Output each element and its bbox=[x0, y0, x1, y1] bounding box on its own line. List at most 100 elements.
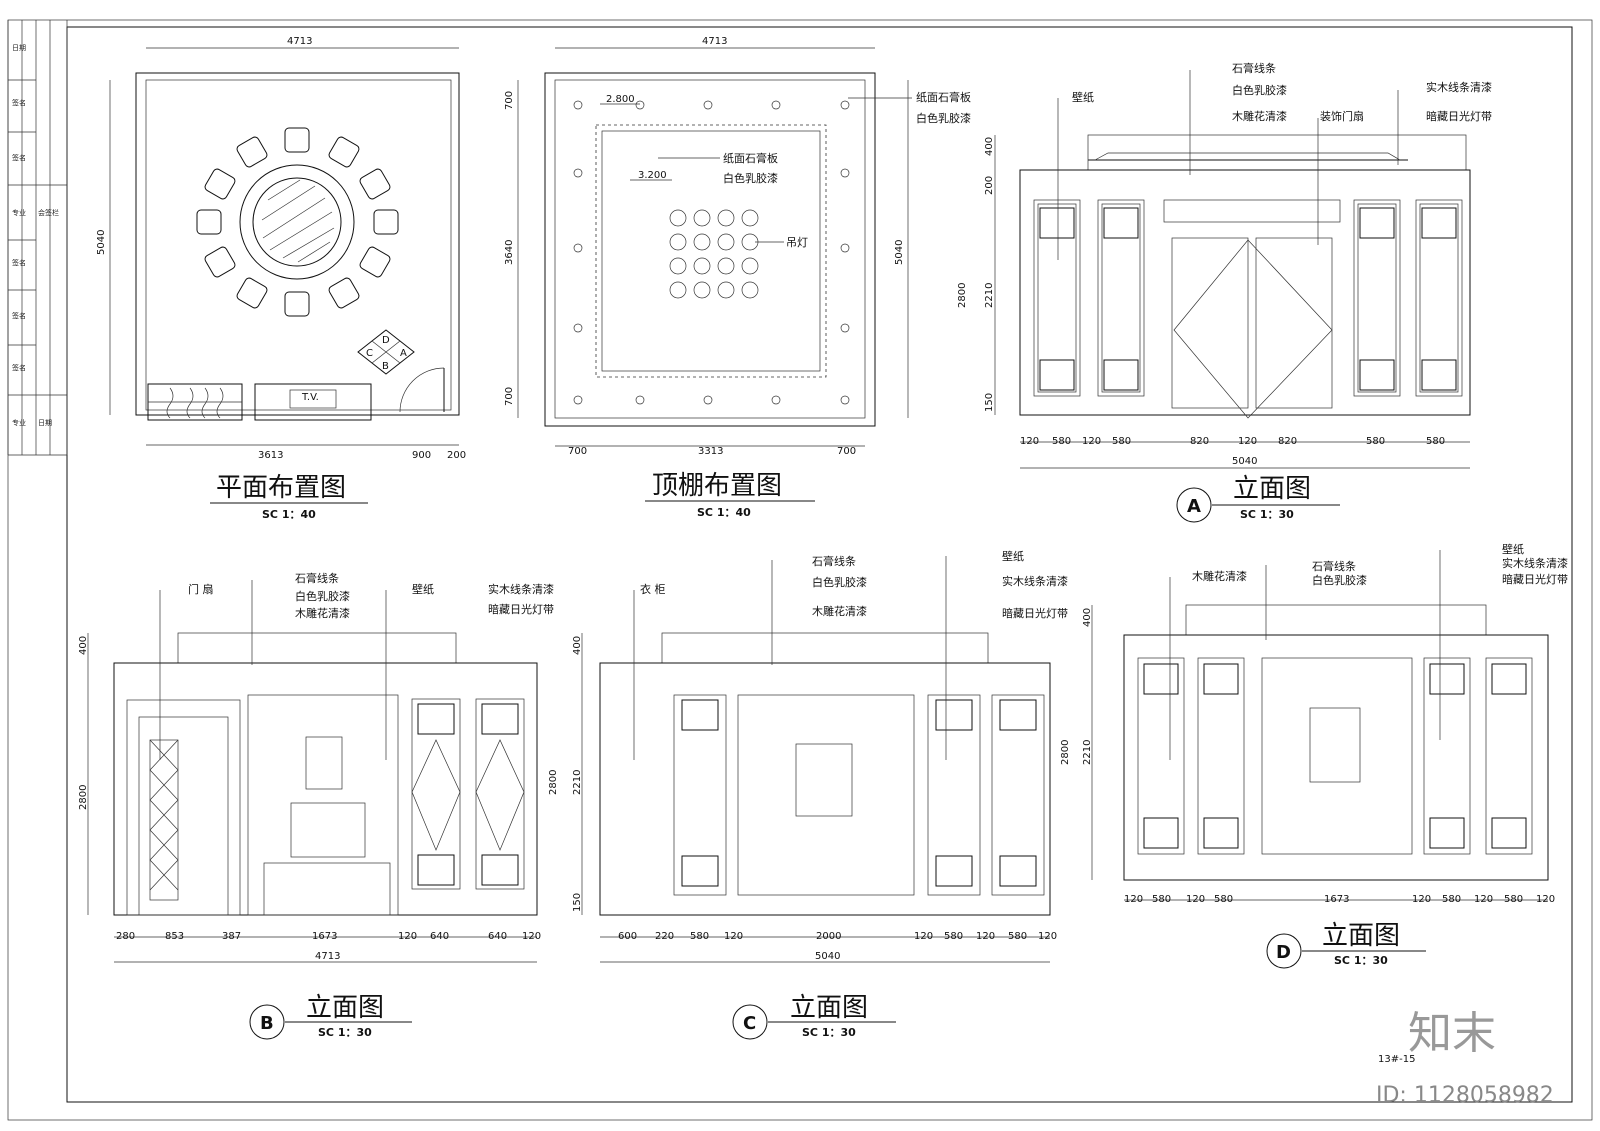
tv-set bbox=[289, 389, 337, 409]
c-note-wallpaper: 壁纸 bbox=[1002, 549, 1024, 563]
a-vdim-6: 150 bbox=[984, 393, 995, 412]
d-h-8: 120 bbox=[1474, 894, 1493, 905]
ceiling-recess bbox=[595, 124, 827, 378]
b-scale: SC 1：30 bbox=[318, 1026, 372, 1039]
c-vdim-1: 400 bbox=[572, 636, 583, 655]
brand-watermark: 知末 bbox=[1408, 1008, 1496, 1059]
a-h-3: 120 bbox=[1082, 436, 1101, 447]
tb-label-5: 会签栏 bbox=[38, 208, 59, 217]
elevation-b: 门 扇 石膏线条 白色乳胶漆 木雕花清漆 壁纸 实木线条清漆 暗藏日光灯带 40… bbox=[78, 571, 554, 1040]
carved-panels-b bbox=[417, 703, 519, 886]
b-vdim-2: 2800 bbox=[78, 785, 89, 810]
b-note-door: 门 扇 bbox=[188, 582, 214, 596]
a-note-light: 暗藏日光灯带 bbox=[1426, 109, 1492, 123]
tb-label-7: 签名 bbox=[12, 311, 26, 320]
b-note-gypsum: 石膏线条 bbox=[295, 571, 339, 585]
elevation-d: 木雕花清漆 石膏线条 白色乳胶漆 壁纸 实木线条清漆 暗藏日光灯带 400 28… bbox=[1060, 542, 1568, 969]
d-scale: SC 1：30 bbox=[1334, 954, 1388, 967]
d-note-paint: 白色乳胶漆 bbox=[1312, 573, 1367, 587]
d-note-carve: 木雕花清漆 bbox=[1192, 569, 1247, 583]
d-mark: D bbox=[1276, 942, 1291, 963]
c-h-5: 2000 bbox=[816, 931, 841, 942]
ceiling-dim-right: 5040 bbox=[894, 240, 905, 265]
plan-dim-left: 5040 bbox=[96, 230, 107, 255]
elev-3200: 3.200 bbox=[638, 170, 667, 181]
plan-dim-b1: 3613 bbox=[258, 450, 283, 461]
compass-c: C bbox=[366, 348, 373, 359]
elevation-c: 衣 柜 石膏线条 白色乳胶漆 木雕花清漆 壁纸 实木线条清漆 暗藏日光灯带 40… bbox=[548, 549, 1068, 1040]
tb-label-6: 签名 bbox=[12, 258, 26, 267]
ceiling-scale: SC 1：40 bbox=[697, 506, 751, 519]
a-vdim-2: 200 bbox=[984, 176, 995, 195]
b-note-carve: 木雕花清漆 bbox=[295, 606, 350, 620]
tb-label-4: 专业 bbox=[12, 208, 26, 217]
c-vdim-4: 2800 bbox=[548, 770, 559, 795]
ceiling-note-1: 纸面石膏板 bbox=[723, 151, 778, 165]
ceiling-dim-l3: 700 bbox=[504, 387, 515, 406]
ceiling-downlights bbox=[573, 100, 850, 405]
compass-b: B bbox=[382, 361, 389, 372]
ceiling-dim-b3: 700 bbox=[837, 446, 856, 457]
b-h-5: 120 bbox=[398, 931, 417, 942]
a-h-7: 820 bbox=[1190, 436, 1209, 447]
sheet-outer-frame bbox=[7, 19, 1593, 1121]
ceiling-note-5: 吊灯 bbox=[786, 236, 808, 249]
d-h-2: 580 bbox=[1152, 894, 1171, 905]
c-note-wardrobe: 衣 柜 bbox=[640, 582, 666, 596]
d-h-3: 120 bbox=[1186, 894, 1205, 905]
c-note-light: 暗藏日光灯带 bbox=[1002, 606, 1068, 620]
a-vdim-4: 2800 bbox=[957, 283, 968, 308]
d-vdim-4: 2800 bbox=[1060, 740, 1071, 765]
a-note-door: 装饰门扇 bbox=[1320, 109, 1364, 123]
c-note-carve: 木雕花清漆 bbox=[812, 604, 867, 618]
c-note-wood: 实木线条清漆 bbox=[1002, 574, 1068, 588]
plan-dim-b2: 900 bbox=[412, 450, 431, 461]
d-note-wood: 实木线条清漆 bbox=[1502, 556, 1568, 570]
ceiling-dim-l2: 3640 bbox=[504, 240, 515, 265]
c-mark: C bbox=[743, 1013, 756, 1034]
a-vdim-5: 2210 bbox=[984, 283, 995, 308]
b-note-wood: 实木线条清漆 bbox=[488, 582, 554, 596]
d-h-6: 120 bbox=[1412, 894, 1431, 905]
b-note-paint: 白色乳胶漆 bbox=[295, 589, 350, 603]
c-vdim-6: 150 bbox=[572, 893, 583, 912]
b-h-4: 1673 bbox=[312, 931, 337, 942]
d-note-wallpaper: 壁纸 bbox=[1502, 542, 1524, 556]
d-h-7: 580 bbox=[1442, 894, 1461, 905]
a-note-wood: 实木线条清漆 bbox=[1426, 80, 1492, 94]
elev-2800: 2.800 bbox=[606, 94, 635, 105]
b-h-2: 853 bbox=[165, 931, 184, 942]
b-vdim-1: 400 bbox=[78, 636, 89, 655]
title-block: 日期 签名 签名 专业 会签栏 签名 签名 签名 专业 日期 bbox=[7, 20, 68, 456]
b-h-8: 120 bbox=[522, 931, 541, 942]
b-note-wallpaper: 壁纸 bbox=[412, 582, 434, 596]
ceiling-dim-l1: 700 bbox=[504, 91, 515, 110]
b-h-1: 280 bbox=[116, 931, 135, 942]
c-h-10: 120 bbox=[1038, 931, 1057, 942]
carved-panels-a bbox=[1039, 207, 1457, 391]
tb-label-1: 日期 bbox=[12, 44, 26, 52]
b-total: 4713 bbox=[315, 951, 340, 962]
ceiling-dim-b2: 3313 bbox=[698, 446, 723, 457]
tv-cabinet bbox=[254, 383, 372, 421]
a-mark: A bbox=[1187, 496, 1201, 517]
id-watermark: ID: 1128058982 bbox=[1376, 1083, 1554, 1108]
b-h-3: 387 bbox=[222, 931, 241, 942]
chandelier bbox=[669, 209, 759, 299]
ceiling-note-3: 纸面石膏板 bbox=[916, 90, 971, 104]
sheet-inner-frame bbox=[66, 26, 1573, 1103]
c-h-1: 600 bbox=[618, 931, 637, 942]
plan-dim-b3: 200 bbox=[447, 450, 466, 461]
c-h-6: 120 bbox=[914, 931, 933, 942]
a-h-14: 580 bbox=[1426, 436, 1445, 447]
round-table bbox=[239, 164, 355, 280]
a-h-2: 580 bbox=[1052, 436, 1071, 447]
d-title: 立面图 bbox=[1322, 921, 1400, 951]
ceiling-note-2: 白色乳胶漆 bbox=[723, 171, 778, 185]
a-note-paint: 白色乳胶漆 bbox=[1232, 83, 1287, 97]
carved-panels-d bbox=[1143, 663, 1527, 849]
plan-title: 平面布置图 bbox=[216, 473, 346, 503]
b-h-7: 640 bbox=[488, 931, 507, 942]
tv-label: T.V. bbox=[301, 392, 319, 403]
ceiling-title: 顶棚布置图 bbox=[652, 471, 782, 501]
